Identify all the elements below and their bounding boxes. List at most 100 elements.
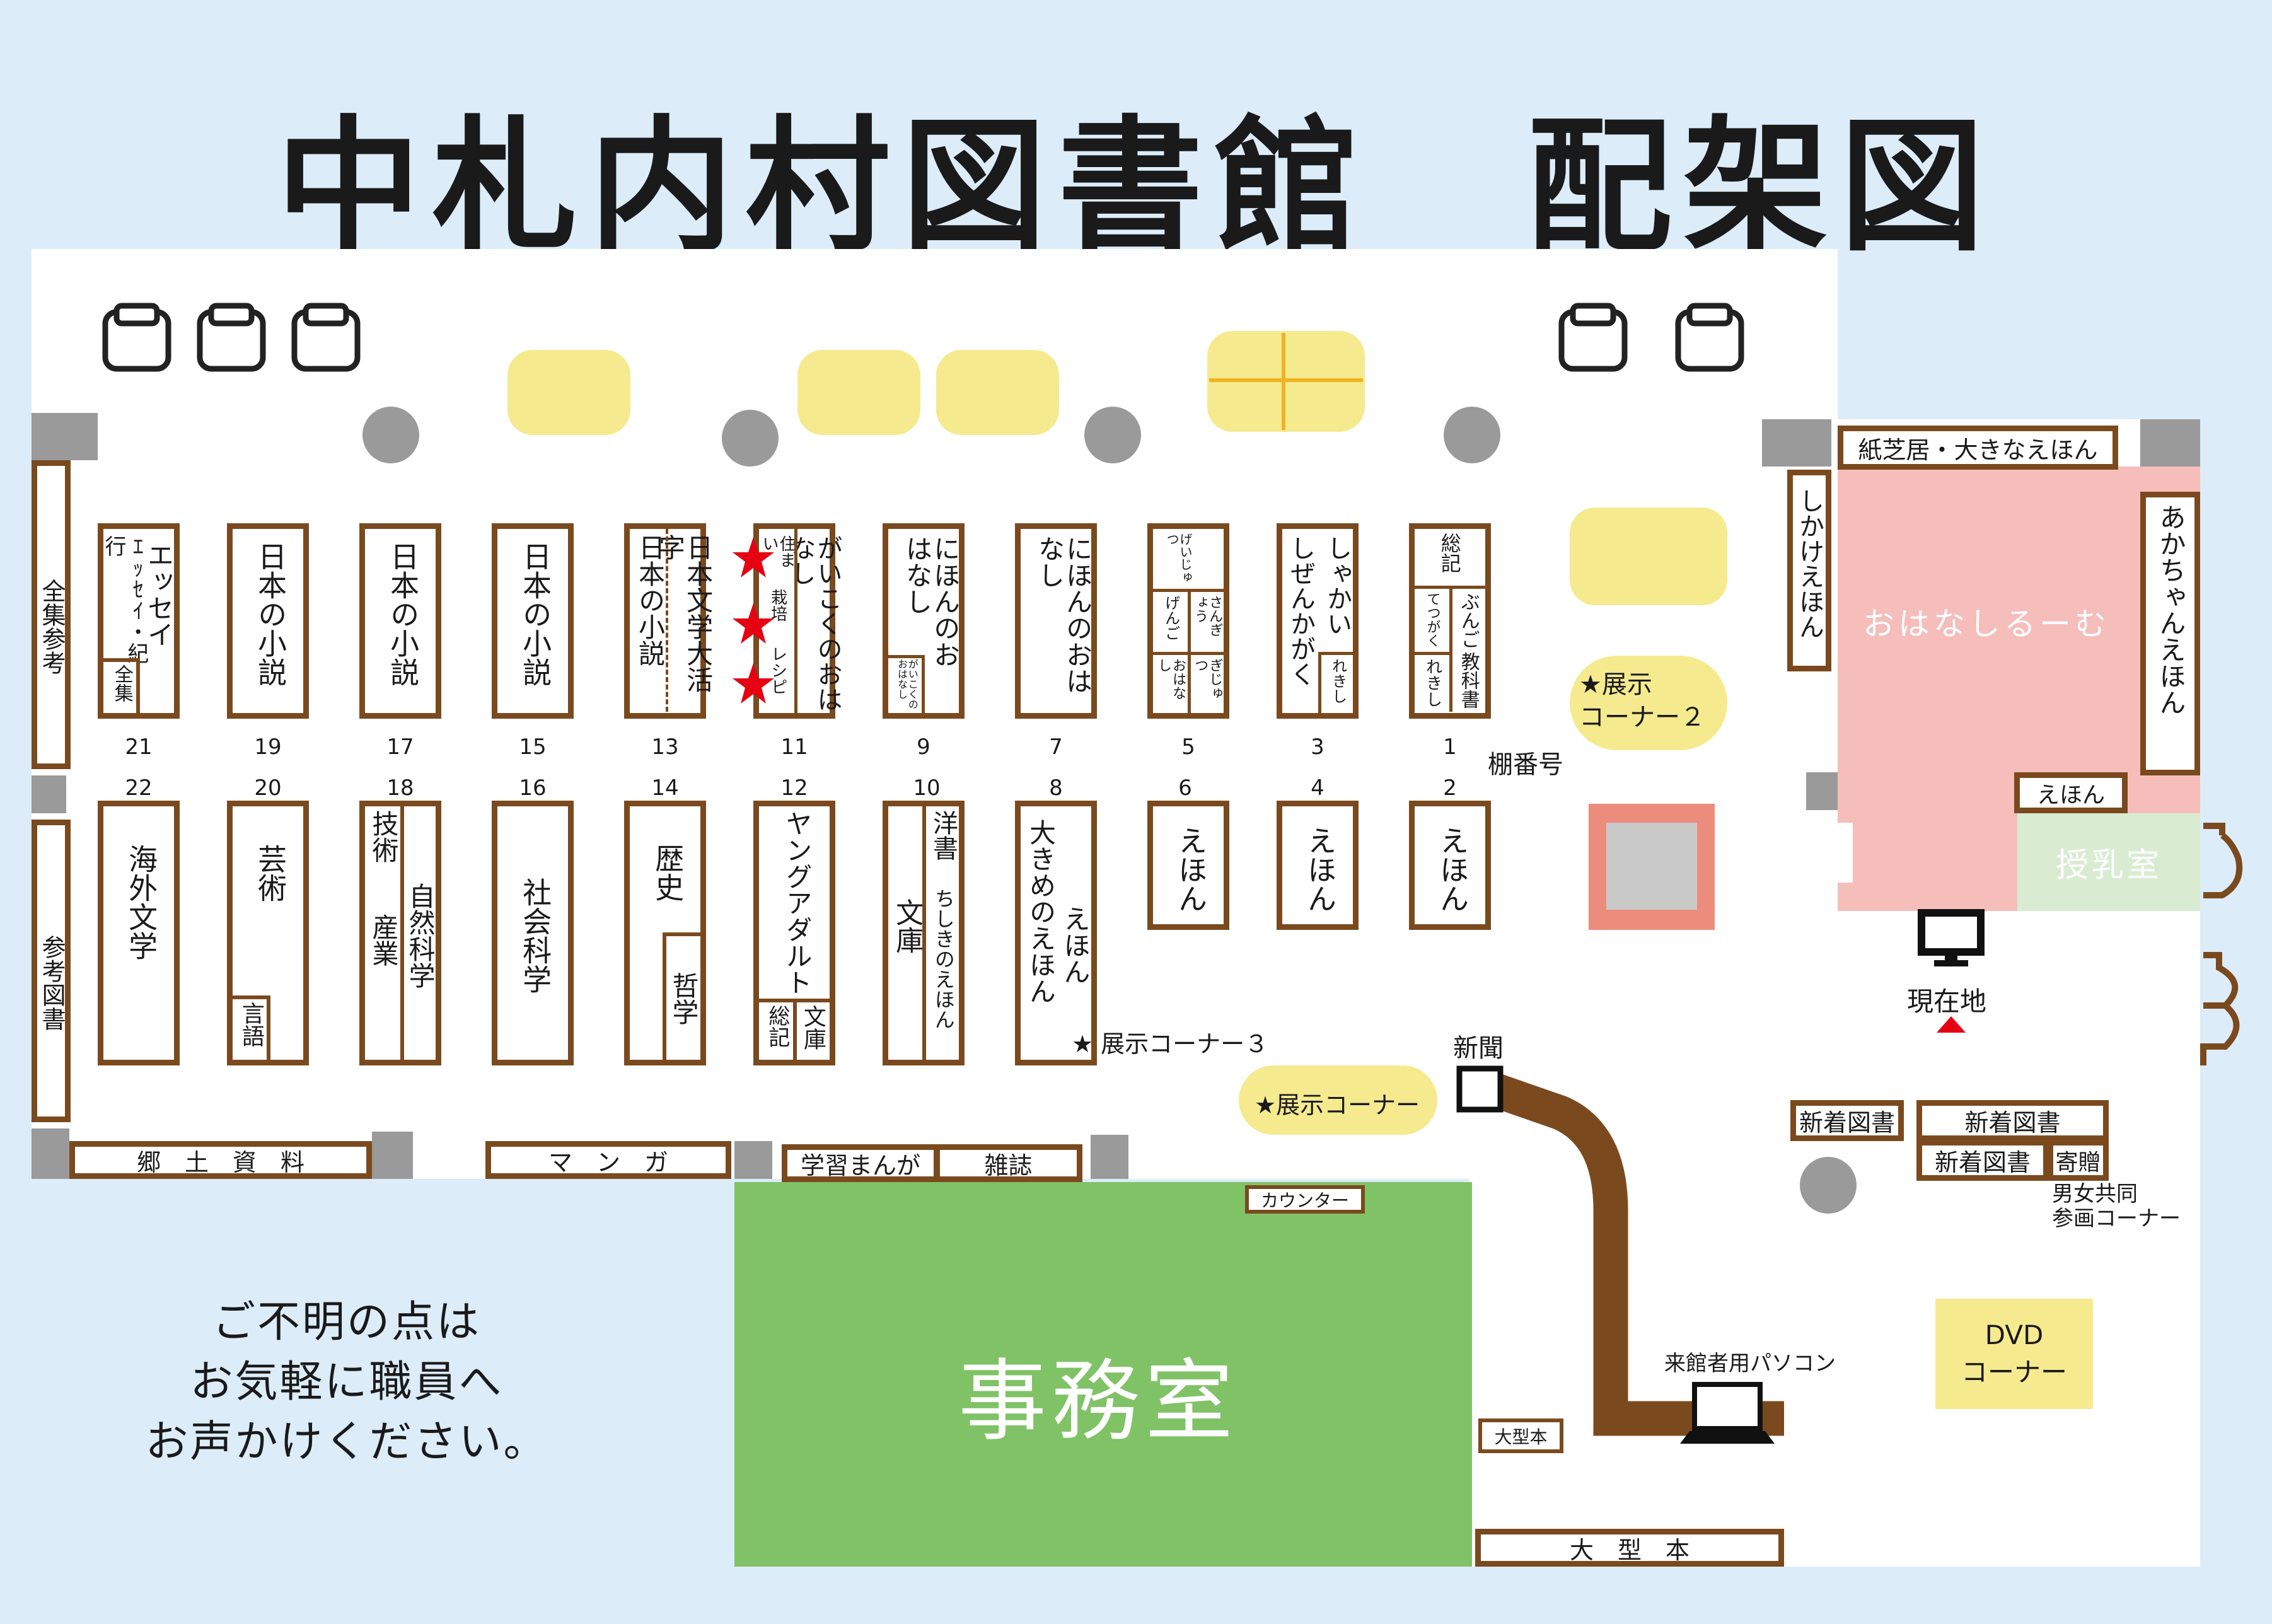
location-marker-icon xyxy=(1937,1016,1966,1033)
wall-block xyxy=(32,413,98,460)
office-room xyxy=(734,1182,1472,1567)
walkway xyxy=(1456,1065,1784,1436)
shelf-5: げいじゅつ げんご さんぎょう おはなし ぎじゅつ xyxy=(1147,523,1229,719)
table-divider xyxy=(1209,378,1363,382)
table xyxy=(797,350,920,435)
page-title: 中札内村図書館 配架図 xyxy=(275,103,1996,272)
shelf-number: 15 xyxy=(519,734,547,760)
shelf-4: えほん xyxy=(1277,801,1359,930)
shelf-21: エッセイ ｴｯｾｲ・紀行 全集 xyxy=(98,523,180,719)
monitor-icon xyxy=(1918,909,1985,966)
pillar xyxy=(1444,407,1500,463)
shelf-16: 社会科学 xyxy=(492,801,574,1065)
counter: カウンター xyxy=(1245,1185,1365,1214)
shelf-number: 8 xyxy=(1049,775,1063,801)
newspaper-label: 新聞 xyxy=(1453,1034,1504,1063)
exhibit-corner-label: ★展示コーナー xyxy=(1255,1091,1420,1119)
shelf-new-books-2: 新着図書 xyxy=(1916,1100,2109,1141)
display-stand-inner xyxy=(1606,823,1697,910)
shelf-large-books-1: 大型本 xyxy=(1478,1418,1563,1453)
shelf-6: えほん xyxy=(1147,801,1229,930)
chair-icon xyxy=(197,303,266,372)
wall-block xyxy=(734,1141,772,1179)
shelf-2: えほん xyxy=(1409,801,1491,930)
table xyxy=(1570,508,1727,605)
ohanashi-door xyxy=(1831,823,1857,883)
floor-southeast xyxy=(1469,1179,1847,1567)
laptop-icon xyxy=(1680,1382,1775,1444)
current-location-label: 現在地 xyxy=(1907,986,1987,1017)
shelf-number: 10 xyxy=(913,775,941,801)
nursing-room: 授乳室 xyxy=(2017,813,2200,911)
shelf-zenshu-sanko: 全集参考 xyxy=(32,460,71,769)
gender-equality-corner-label: 男女共同 参画コーナー xyxy=(2052,1181,2181,1232)
shelf-10: 文庫 洋書 ちしきのえほん xyxy=(883,801,965,1065)
star-icon xyxy=(733,603,774,644)
shelf-12: ヤングアダルト 総記 文庫 xyxy=(753,801,835,1065)
exhibit-corner-2 xyxy=(1570,656,1727,750)
shelf-13: 日本文学大活字 日本の小説 xyxy=(624,523,714,719)
wall-block xyxy=(32,775,66,813)
shelf-8: 大きめのえほん えほん xyxy=(1015,801,1097,1065)
shelf-large-books-2: 大 型 本 xyxy=(1475,1529,1784,1567)
shelf-local-materials: 郷 土 資 料 xyxy=(69,1141,372,1179)
shelf-kamishibai: 紙芝居・大きなえほん xyxy=(1838,426,2118,470)
chair-icon xyxy=(291,303,361,372)
shelf-number: 13 xyxy=(651,734,679,760)
shelf-number: 1 xyxy=(1443,734,1457,760)
shelf-new-books-1: 新着図書 xyxy=(1790,1100,1904,1141)
shelf-number: 11 xyxy=(780,734,808,760)
shelf-number: 18 xyxy=(386,775,414,801)
shelf-number: 3 xyxy=(1311,734,1324,760)
pillar xyxy=(362,407,419,463)
pc-label: 来館者用パソコン xyxy=(1664,1351,1836,1376)
wall-block xyxy=(2140,419,2200,467)
shelf-22: 海外文学 xyxy=(98,801,180,1065)
shelf-number: 21 xyxy=(125,734,153,760)
shelf-number: 5 xyxy=(1181,734,1195,760)
pillar xyxy=(1800,1157,1857,1214)
shelf-19: 日本の小説 xyxy=(227,523,309,719)
shelf-number: 12 xyxy=(780,775,808,801)
shelf-number: 19 xyxy=(254,734,282,760)
table xyxy=(936,350,1059,435)
shelf-magazines: 雑誌 xyxy=(934,1144,1082,1182)
shelf-15: 日本の小説 xyxy=(492,523,574,719)
door-icon xyxy=(2203,823,2243,898)
wall-block xyxy=(32,1128,69,1179)
exhibit-corner-2-label: ★展示 コーナー２ xyxy=(1579,670,1705,732)
chair-icon xyxy=(1675,303,1744,372)
door-icon xyxy=(2200,952,2240,1065)
shelf-shikake: しかけえほん xyxy=(1787,470,1831,671)
shelf-number: 17 xyxy=(386,734,414,760)
dvd-corner: DVD コーナー xyxy=(1935,1299,2093,1409)
shelf-7: にほんのおはなし xyxy=(1015,523,1097,719)
shelf-number: 4 xyxy=(1311,775,1324,801)
pillar xyxy=(1084,407,1141,463)
shelf-number: 16 xyxy=(519,775,547,801)
office-label: 事務室 xyxy=(958,1350,1239,1453)
shelf-1: 総記 てつがく れきし ぶんご 教科書 xyxy=(1409,523,1491,719)
shelf-number: 20 xyxy=(254,775,282,801)
shelf-akachan: あかちゃんえほん xyxy=(2140,492,2200,775)
wall-block xyxy=(1806,772,1838,810)
shelf-14: 歴史 哲学 xyxy=(624,801,706,1065)
help-notice: ご不明の点は お気軽に職員へ お声かけください。 xyxy=(145,1297,548,1468)
shelf-number-label: 棚番号 xyxy=(1488,750,1563,779)
shelf-new-books-3: 新着図書 xyxy=(1916,1140,2049,1181)
shelf-9: にほんのおはなし がいこくのおはなし xyxy=(883,523,965,719)
shelf-ehon: えほん xyxy=(2014,772,2128,813)
shelf-17: 日本の小説 xyxy=(359,523,441,719)
shelf-donations: 寄贈 xyxy=(2048,1140,2109,1181)
ohanashi-room-label: おはなしるーむ xyxy=(1863,606,2110,642)
shelf-number: 6 xyxy=(1178,775,1192,801)
exhibit-corner-3-label: ★ 展示コーナー３ xyxy=(1072,1030,1269,1058)
star-icon xyxy=(733,537,774,577)
shelf-20: 芸術 言語 xyxy=(227,801,309,1065)
pillar xyxy=(722,410,779,467)
exhibit-corner xyxy=(1239,1065,1437,1135)
shelf-sanko-tosho: 参考図書 xyxy=(32,820,71,1122)
shelf-number: 7 xyxy=(1049,734,1063,760)
star-icon xyxy=(733,663,774,704)
